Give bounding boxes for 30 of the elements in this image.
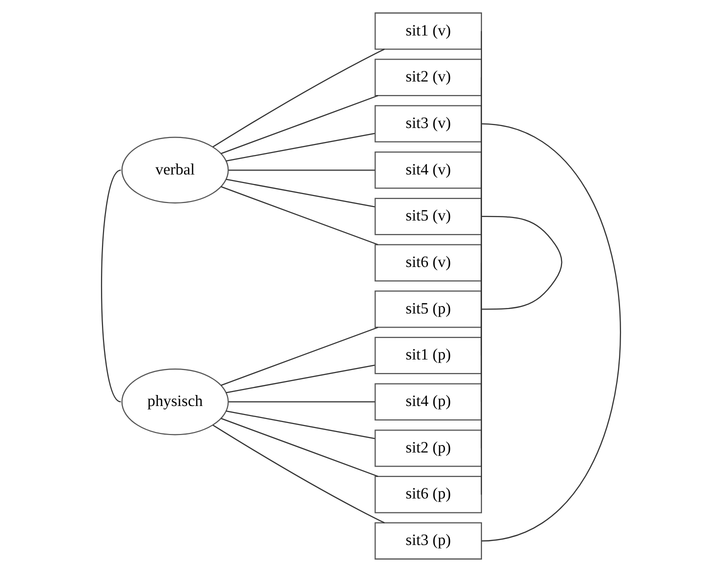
connector <box>226 132 374 162</box>
node-ellipse: verbal <box>120 136 228 204</box>
connector <box>228 401 374 402</box>
node-box: sit1 (p) <box>374 336 482 374</box>
node-ellipse: physisch <box>120 368 228 436</box>
node-box: sit3 (p) <box>374 522 482 560</box>
connector <box>220 95 378 154</box>
node-box: sit3 (v) <box>374 105 482 142</box>
connector <box>480 262 482 495</box>
node-box: sit2 (p) <box>374 430 482 467</box>
connector <box>220 326 378 386</box>
node-box: sit6 (p) <box>374 476 482 514</box>
node-box: sit5 (v) <box>374 198 482 236</box>
connector <box>480 123 620 542</box>
connector <box>226 364 374 394</box>
connector <box>212 424 384 524</box>
node-box: sit2 (v) <box>374 58 482 96</box>
connector <box>220 418 378 477</box>
connector <box>100 170 121 402</box>
node-box: sit6 (v) <box>374 244 482 282</box>
node-box: sit4 (p) <box>374 383 482 421</box>
connector <box>228 170 374 171</box>
connector <box>480 216 562 310</box>
connector <box>226 410 374 440</box>
node-box: sit1 (v) <box>374 12 482 50</box>
connector <box>220 186 378 246</box>
connector <box>226 178 374 208</box>
node-box: sit5 (p) <box>374 290 482 328</box>
connector <box>212 48 384 148</box>
node-box: sit4 (v) <box>374 151 482 189</box>
